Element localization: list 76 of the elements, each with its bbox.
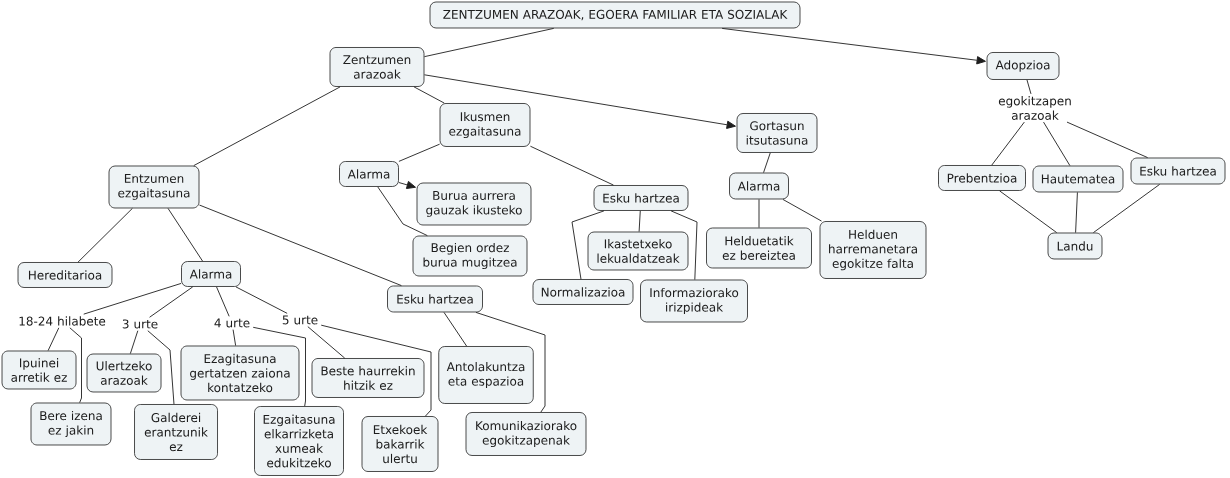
concept-box: Ezagitasuna gertatzen zaiona kontatzeko — [180, 345, 300, 401]
connector-line — [216, 286, 230, 317]
connector-line — [69, 327, 82, 404]
connector-line — [149, 286, 194, 318]
concept-box: Ikastetxeko lekualdatzeak — [587, 231, 689, 271]
connector-line — [571, 210, 605, 280]
connector-line — [999, 190, 1058, 234]
connector-line — [782, 198, 822, 222]
concept-box: Landu — [1047, 232, 1103, 260]
concept-box: Komunikaziorako egokitzapenak — [465, 412, 587, 456]
concept-box: Ulertzeko arazoak — [86, 353, 162, 393]
connector-line — [763, 152, 771, 174]
concept-box: Hautematea — [1032, 165, 1124, 193]
concept-box: Zentzumen arazoak — [329, 47, 425, 87]
connector-line — [307, 326, 346, 359]
connector-line — [413, 86, 445, 104]
concept-box: Begien ordez burua mugitzea — [412, 235, 528, 277]
connector-line — [1026, 79, 1032, 95]
concept-box: Ezgaitasuna elkarrizketa xumeak edukitzeko — [254, 406, 344, 476]
concept-box: Alarma — [339, 161, 399, 187]
connector-line — [423, 27, 555, 58]
concept-box: Bere izena ez jakin — [30, 402, 112, 446]
connector-line — [443, 311, 468, 347]
connector-line — [232, 329, 237, 347]
connector-line — [1043, 121, 1071, 167]
connector-line — [991, 121, 1025, 166]
concept-box: Esku hartzea — [387, 285, 483, 313]
connector-line — [638, 210, 641, 233]
concept-box: Helduetatik ez bereiztea — [706, 227, 812, 269]
concept-box: Adopzioa — [986, 52, 1060, 80]
concept-box: Alarma — [729, 172, 789, 200]
arrow — [721, 27, 986, 65]
concept-box: Burua aurrera gauzak ikusteko — [416, 182, 532, 226]
concept-box: Galderei erantzunik ez — [134, 404, 218, 460]
connector-line — [398, 143, 441, 162]
connector-line — [235, 286, 288, 314]
concept-box: Alarma — [181, 261, 241, 287]
concept-box: Etxekoek bakarrik ulertu — [361, 416, 439, 472]
connector-line — [529, 145, 614, 186]
linking-phrase: 4 urte — [214, 318, 250, 328]
linking-phrase: egokitzapen arazoak — [998, 96, 1071, 120]
connector-line — [670, 210, 698, 281]
concept-box: Gortasun itsutasuna — [736, 113, 818, 153]
linking-phrase: 18-24 hilabete — [19, 316, 106, 326]
concept-box: Prebentzioa — [938, 165, 1026, 191]
linking-phrase: 3 urte — [122, 319, 158, 329]
connector-line — [475, 311, 546, 413]
arrow — [398, 181, 416, 189]
concept-box: Entzumen ezgaitasuna — [108, 165, 200, 209]
connector-line — [1066, 121, 1149, 159]
connector-line — [129, 330, 139, 355]
connector-line — [83, 282, 182, 315]
connector-line — [320, 324, 432, 417]
connector-line — [377, 186, 428, 237]
connector-line — [758, 198, 760, 229]
concept-box: Esku hartzea — [593, 185, 689, 211]
connector-line — [77, 207, 133, 263]
connector-line — [198, 204, 402, 287]
concept-box: Hereditarioa — [17, 262, 113, 288]
concept-box: Antolakuntza eta espazioa — [438, 346, 534, 404]
arrow — [423, 74, 736, 129]
connector-line — [252, 326, 306, 407]
concept-box: Informaziorako irizpideak — [640, 279, 748, 323]
concept-box: Ipuinei arretik ez — [1, 350, 77, 390]
linking-phrase: 5 urte — [282, 315, 318, 325]
connector-line — [47, 327, 60, 352]
connector-line — [1075, 191, 1078, 234]
connector-line — [193, 86, 341, 167]
concept-box: ZENTZUMEN ARAZOAK, EGOERA FAMILIAR ETA SOZIALAK — [429, 1, 801, 29]
concept-box: Normalizazioa — [532, 279, 634, 305]
concept-box: Helduen harremanetara egokitze falta — [819, 221, 927, 279]
concept-box: Beste haurrekin hitzik ez — [311, 358, 425, 398]
concept-box: Ikusmen ezgaitasuna — [439, 103, 531, 147]
connector-line — [1092, 183, 1161, 234]
concept-box: Esku hartzea — [1130, 157, 1226, 185]
connector-line — [167, 207, 203, 262]
